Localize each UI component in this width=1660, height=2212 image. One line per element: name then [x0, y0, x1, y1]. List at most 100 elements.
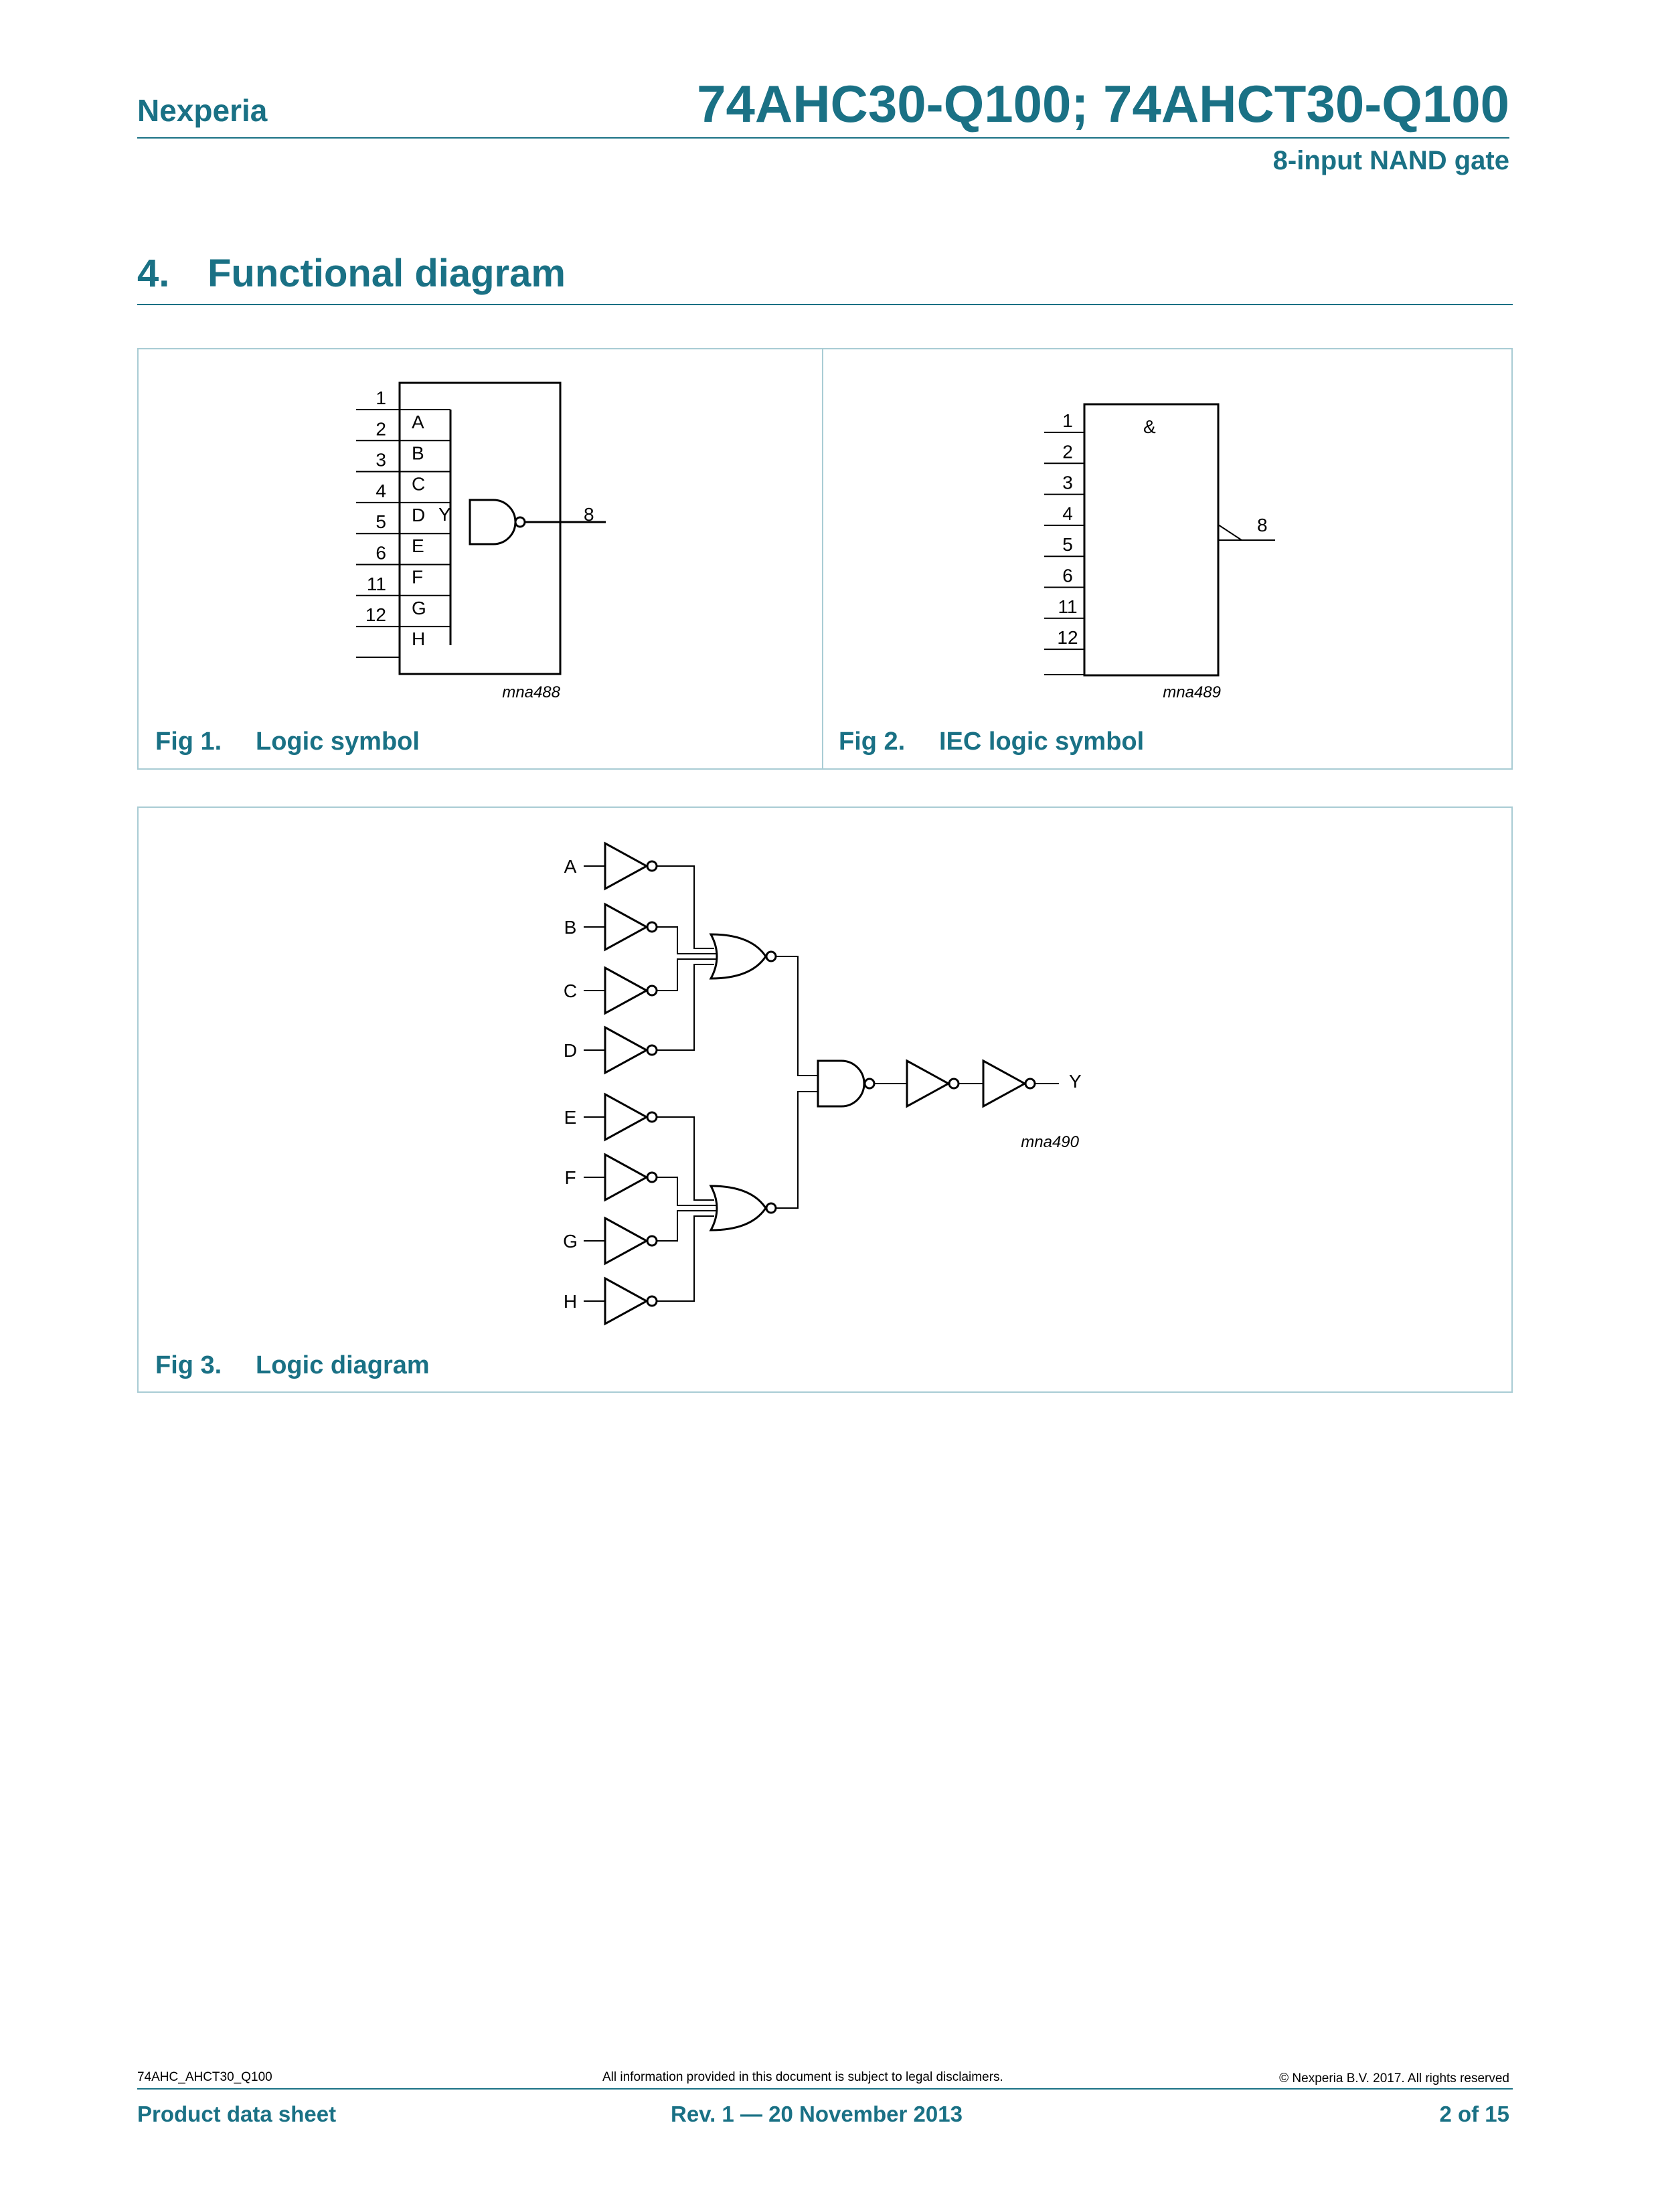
gate-wire — [776, 1091, 818, 1209]
figure-code: mna489 — [1163, 683, 1221, 701]
pin-number: 11 — [1058, 596, 1077, 617]
input-label: B — [564, 917, 577, 938]
gate-wire — [657, 1210, 717, 1242]
input-inverter — [604, 1153, 649, 1202]
pin-number: 12 — [1057, 627, 1078, 648]
gate-wire — [657, 1177, 717, 1206]
section-divider — [137, 304, 1513, 305]
input-inverter — [604, 1276, 649, 1326]
figure-1-caption: Fig 1. Logic symbol — [155, 728, 420, 756]
nor-gate-bubble — [765, 1202, 777, 1214]
input-label: C — [412, 474, 425, 495]
footer-page-number: 2 of 15 — [1439, 2102, 1509, 2126]
brand-name: Nexperia — [137, 93, 268, 128]
logic-symbol-body — [398, 381, 562, 675]
figure-title: Logic symbol — [256, 728, 420, 756]
input-label: B — [412, 442, 424, 463]
input-inverter — [604, 902, 649, 952]
pin-number: 2 — [1062, 441, 1073, 462]
section-heading: 4. Functional diagram — [137, 251, 566, 296]
figure-code: mna490 — [1021, 1133, 1079, 1151]
gate-wire — [657, 1116, 714, 1201]
nor-gate — [709, 933, 767, 980]
input-label: H — [564, 1291, 577, 1312]
iec-symbol-body — [1083, 403, 1220, 677]
output-label: Y — [438, 504, 451, 525]
pin-number: 2 — [376, 418, 386, 439]
document-subtitle: 8-input NAND gate — [1272, 146, 1509, 175]
input-label: F — [412, 567, 423, 588]
input-inverter — [604, 966, 649, 1015]
gate-wire — [657, 926, 717, 954]
pin-number: 6 — [1062, 566, 1073, 586]
section-number: 4. — [137, 252, 170, 295]
input-inverter — [604, 1025, 649, 1075]
pin-number: 3 — [376, 450, 386, 471]
input-label: E — [412, 535, 424, 556]
figure-2-caption: Fig 2. IEC logic symbol — [839, 728, 1144, 756]
pin-number: 3 — [1062, 473, 1073, 493]
gate-wire — [657, 1215, 714, 1302]
figure-3-caption: Fig 3. Logic diagram — [155, 1351, 430, 1380]
output-pin-number: 8 — [584, 504, 594, 525]
input-inverter — [604, 1092, 649, 1142]
footer-disclaimer: All information provided in this documen… — [602, 2070, 1003, 2084]
figure-number: Fig 2. — [839, 728, 906, 756]
input-label: C — [564, 981, 577, 1001]
inversion-bubble — [514, 516, 526, 528]
output-inverter — [982, 1059, 1027, 1108]
output-pin-number: 8 — [1257, 515, 1268, 535]
input-label: D — [412, 505, 425, 525]
output-inverter — [906, 1059, 951, 1108]
pin-number: 4 — [376, 481, 386, 501]
negation-indicator — [1218, 524, 1242, 541]
logic-diagram: A B C D E F G H Y mna490 — [563, 841, 1082, 1326]
gate-wire — [657, 964, 714, 1051]
figure-number: Fig 3. — [155, 1351, 222, 1379]
pin-number: 6 — [376, 543, 386, 564]
logic-symbol-diagram: 1A 2B 3C 4D 5E 6F 11G 12H Y 8 mna488 — [356, 381, 606, 701]
footer-copyright: © Nexperia B.V. 2017. All rights reserve… — [1279, 2071, 1509, 2086]
pin-number: 11 — [367, 574, 386, 594]
input-label: E — [564, 1107, 577, 1128]
input-inverter — [604, 841, 649, 891]
input-label: H — [412, 628, 425, 649]
and-qualifier-symbol: & — [1143, 416, 1156, 437]
footer-doc-id: 74AHC_AHCT30_Q100 — [137, 2070, 272, 2084]
input-label: F — [564, 1167, 576, 1188]
nand-gate-bubble — [863, 1078, 876, 1090]
pin-number: 12 — [365, 604, 386, 625]
pin-number: 4 — [1062, 503, 1073, 524]
footer-doc-type: Product data sheet — [137, 2102, 337, 2126]
input-label: G — [412, 598, 426, 618]
input-label: A — [564, 856, 577, 877]
pin-number: 5 — [1062, 534, 1073, 555]
figure-title: Logic diagram — [256, 1351, 430, 1379]
output-label-y: Y — [1069, 1071, 1082, 1092]
pin-number: 5 — [376, 511, 386, 532]
input-label: D — [564, 1040, 577, 1061]
gate-wire — [657, 958, 717, 991]
pin-number: 1 — [1062, 410, 1073, 431]
figure-code: mna488 — [502, 683, 560, 701]
input-inverter — [604, 1216, 649, 1266]
input-label: G — [563, 1231, 578, 1252]
gate-wire — [776, 956, 818, 1076]
figure-3-panel: A B C D E F G H Y mna490 Fig 3. Logic diagram — [137, 806, 1513, 1393]
section-title: Functional diagram — [208, 252, 566, 295]
nor-gate-bubble — [765, 950, 777, 962]
header-divider — [137, 137, 1509, 139]
gate-wire — [657, 865, 714, 949]
footer-divider — [137, 2088, 1513, 2090]
document-title: 74AHC30-Q100; 74AHCT30-Q100 — [697, 74, 1509, 133]
nand-gate — [817, 1059, 865, 1108]
input-label: A — [412, 412, 424, 432]
pin-number: 1 — [376, 388, 386, 408]
figure-title: IEC logic symbol — [939, 728, 1145, 756]
nor-gate — [709, 1185, 767, 1231]
figure-number: Fig 1. — [155, 728, 222, 756]
footer-revision: Rev. 1 — 20 November 2013 — [671, 2102, 963, 2126]
